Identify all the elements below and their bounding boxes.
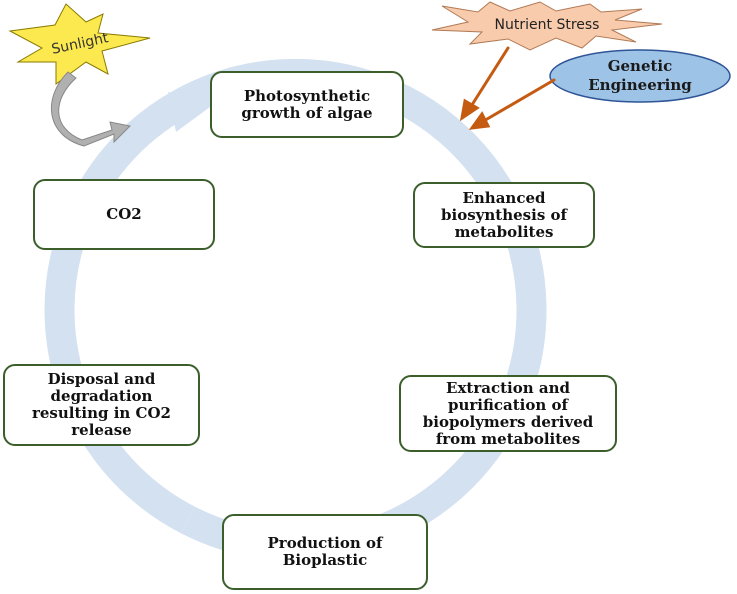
sunlight-starburst [8, 3, 151, 85]
pointer-arrow-icon [480, 78, 556, 124]
node-co2: CO2 [33, 179, 215, 250]
sunlight-curved-arrow-icon [51, 71, 132, 147]
node-extraction-purification: Extraction and purification of biopolyme… [399, 375, 617, 452]
genetic-engineering-ellipse [549, 49, 731, 103]
node-production-bioplastic: Production of Bioplastic [222, 514, 428, 590]
node-photosynthetic-growth: Photosynthetic growth of algae [210, 71, 404, 138]
pointer-arrowhead-icon [468, 111, 491, 130]
nutrient-stress-label: Nutrient Stress [494, 17, 600, 33]
node-enhanced-biosynthesis: Enhanced biosynthesis of metabolites [413, 182, 595, 248]
nutrient-stress-starburst [431, 1, 663, 51]
cycle-arrow [44, 89, 195, 534]
pointer-arrowhead-icon [459, 98, 480, 122]
node-disposal-degradation: Disposal and degradation resulting in CO… [3, 364, 200, 446]
cycle-arrow-right [174, 58, 547, 561]
pointer-arrows [459, 46, 556, 130]
genetic-engineering-label: Genetic Engineering [588, 57, 692, 94]
pointer-arrow-icon [468, 46, 510, 110]
cycle-arrowhead-icon [168, 92, 214, 132]
